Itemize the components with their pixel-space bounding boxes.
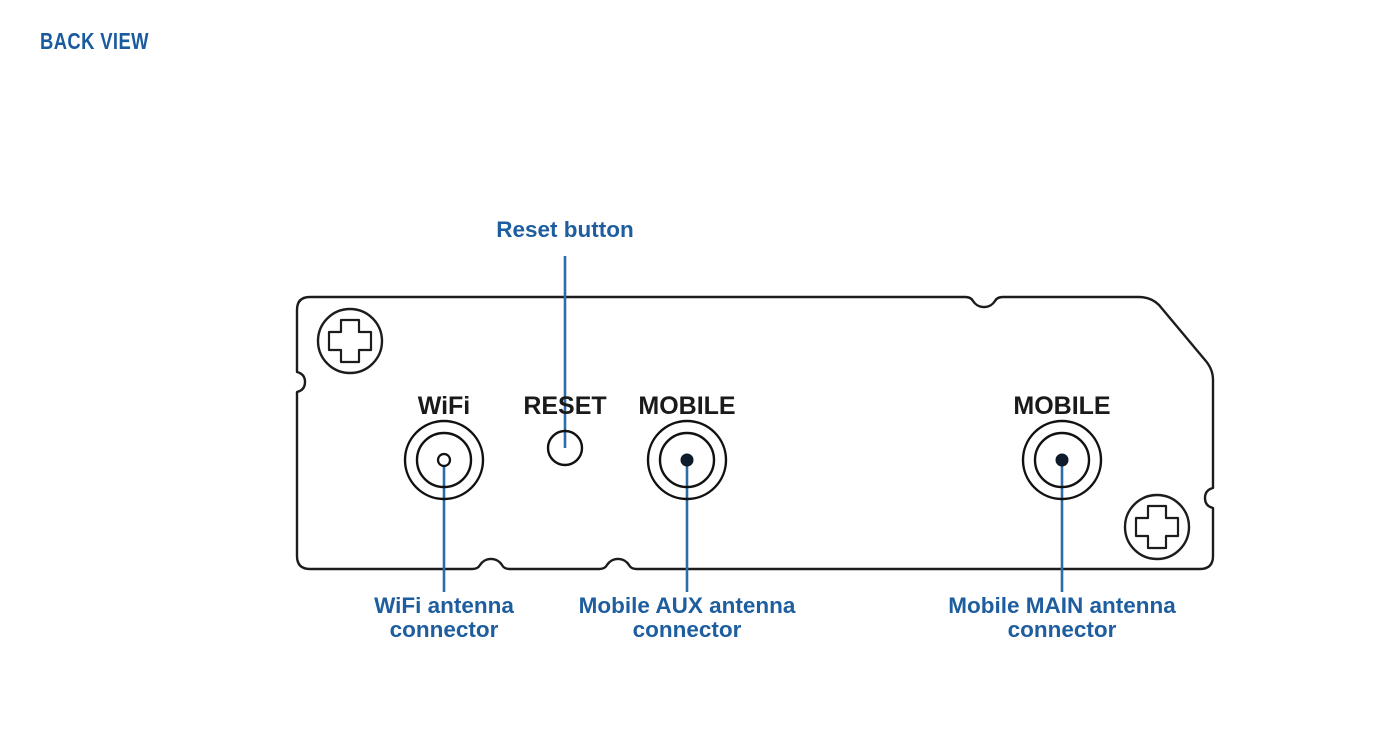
- port-label-mobile-aux: MOBILE: [638, 392, 735, 420]
- port-wifi[interactable]: [403, 419, 485, 501]
- callout-line-2: connector: [389, 616, 499, 642]
- callout-line-2: connector: [632, 616, 742, 642]
- mobile-aux-antenna-connector-callout: Mobile AUX antenna connector: [579, 594, 796, 642]
- callout-line-1: Reset button: [496, 217, 634, 242]
- wifi-connector-pin: [436, 452, 452, 468]
- port-mobile-aux[interactable]: [646, 419, 728, 501]
- port-label-wifi: WiFi: [418, 392, 471, 420]
- wifi-antenna-connector-callout: WiFi antenna connector: [374, 594, 514, 642]
- screw-top-left: [316, 307, 384, 375]
- port-label-mobile-main: MOBILE: [1013, 392, 1110, 420]
- callout-line-2: connector: [1007, 616, 1117, 642]
- port-mobile-main[interactable]: [1021, 419, 1103, 501]
- phillips-cross-icon: [1134, 504, 1180, 550]
- callout-line-1: WiFi antenna: [374, 593, 514, 618]
- screw-bottom-right: [1123, 493, 1191, 561]
- mobile-aux-connector-pin: [680, 453, 694, 467]
- mobile-main-connector-pin: [1055, 453, 1069, 467]
- port-reset[interactable]: [546, 429, 584, 467]
- callout-line-1: Mobile AUX antenna: [578, 593, 796, 618]
- callout-line-1: Mobile MAIN antenna: [948, 593, 1176, 618]
- mobile-main-antenna-connector-callout: Mobile MAIN antenna connector: [948, 594, 1176, 642]
- page-title: BACK VIEW: [40, 28, 149, 54]
- phillips-cross-icon: [327, 318, 373, 364]
- reset-button-callout: Reset button: [496, 218, 634, 242]
- port-label-reset: RESET: [523, 392, 606, 420]
- enclosure-outline: [295, 295, 1215, 571]
